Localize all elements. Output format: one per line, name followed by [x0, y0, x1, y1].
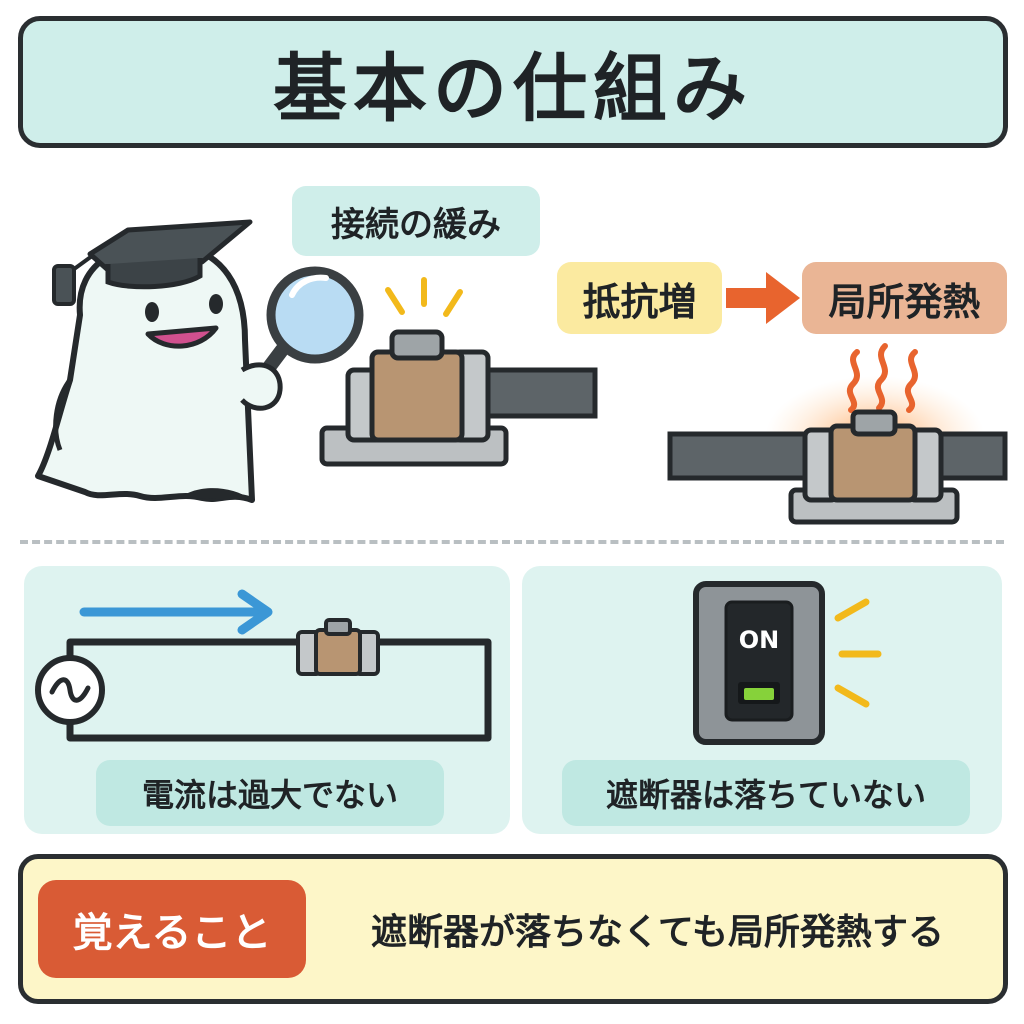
label-current-ok: 電流は過大でない — [96, 760, 444, 826]
heating-connector-icon — [667, 343, 1008, 525]
graduation-cap-icon — [52, 219, 253, 306]
ghost-mascot — [35, 219, 364, 503]
circuit-diagram — [35, 589, 492, 742]
page-title: 基本の仕組み — [273, 45, 753, 132]
breaker-state-label: ON — [739, 626, 780, 654]
label-breaker-ok: 遮断器は落ちていない — [562, 760, 970, 826]
label-local-heat: 局所発熱 — [802, 262, 1007, 334]
summary-text: 遮断器が落ちなくても局所発熱する — [370, 912, 945, 953]
heat-waves-icon — [846, 343, 918, 413]
small-connector-icon — [296, 618, 380, 676]
section-divider — [20, 540, 1004, 544]
breaker-indicator-light — [744, 688, 774, 700]
label-connection-loose: 接続の緩み — [292, 186, 540, 256]
label-resistance-up: 抵抗増 — [557, 262, 722, 334]
breaker-switch-icon: ON — [693, 581, 882, 745]
flow-arrow-icon — [726, 272, 800, 324]
current-arrow-icon — [79, 589, 273, 635]
terminal-connector-icon — [319, 277, 598, 467]
summary-badge: 覚えること — [38, 880, 306, 978]
ac-source-icon — [35, 655, 105, 725]
title-banner: 基本の仕組み — [18, 16, 1008, 148]
